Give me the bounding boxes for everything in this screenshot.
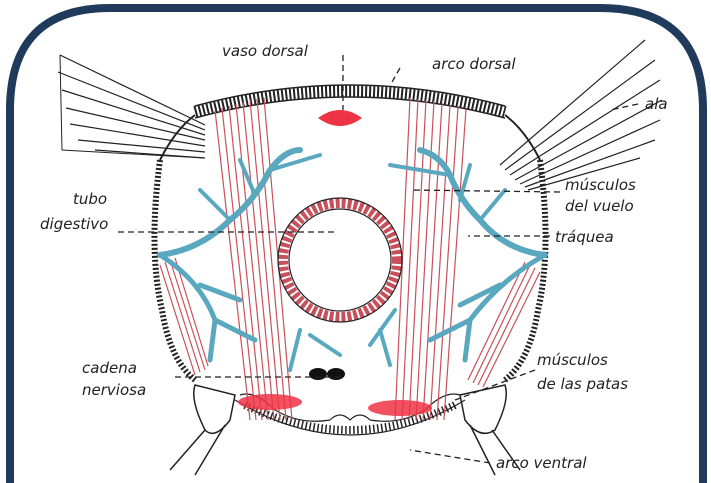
label-vaso-dorsal: vaso dorsal: [222, 42, 309, 60]
flight-muscle-left: [215, 98, 292, 420]
label-ala: ala: [645, 95, 668, 113]
right-wing: [500, 40, 662, 190]
flight-muscle-right: [395, 98, 466, 420]
label-arco-dorsal: arco dorsal: [432, 55, 516, 73]
nerve-cord: [309, 368, 345, 380]
label-tubo: tubo: [73, 190, 107, 208]
label-digestivo: digestivo: [40, 215, 108, 233]
label-musculos-vuelo-2: del vuelo: [565, 197, 634, 215]
label-traquea: tráquea: [555, 228, 614, 246]
basal-muscle-right: [368, 400, 432, 416]
label-musculos-patas-2: de las patas: [537, 375, 628, 393]
left-wing: [58, 55, 205, 158]
label-nerviosa: nerviosa: [82, 381, 146, 399]
dorsal-vessel: [318, 110, 362, 126]
left-leg: [170, 385, 235, 475]
label-cadena: cadena: [82, 359, 137, 377]
digestive-tube: [278, 198, 402, 322]
label-musculos-patas-1: músculos: [537, 351, 608, 369]
label-arco-ventral: arco ventral: [496, 454, 587, 472]
label-musculos-vuelo-1: músculos: [565, 176, 636, 194]
basal-muscle-left: [238, 394, 302, 410]
